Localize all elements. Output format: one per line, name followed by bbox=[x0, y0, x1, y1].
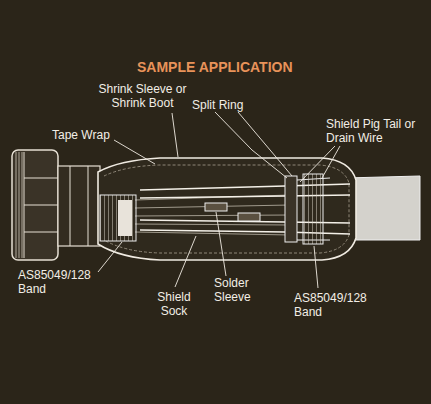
backshell-step bbox=[88, 166, 89, 246]
part-label: AS85049/128 Band bbox=[18, 268, 108, 296]
backshell-step bbox=[70, 166, 71, 246]
shield-sock bbox=[135, 195, 290, 235]
leader-lines bbox=[98, 112, 340, 288]
split-ring bbox=[285, 176, 297, 242]
backshell bbox=[58, 166, 100, 246]
tape-wrap bbox=[104, 165, 349, 253]
part-label: AS85049/128 Band bbox=[294, 291, 394, 319]
part-label: Tape Wrap bbox=[52, 128, 118, 142]
part-label: Split Ring bbox=[192, 98, 262, 112]
part-label: Shrink Sleeve or Shrink Boot bbox=[80, 82, 205, 110]
coupling-nut bbox=[12, 150, 58, 260]
solder-sleeve bbox=[238, 213, 260, 221]
band bbox=[303, 174, 323, 244]
part-label: Solder Sleeve bbox=[214, 276, 274, 304]
title: SAMPLE APPLICATION bbox=[137, 59, 293, 75]
part-label: Shield Pig Tail or Drain Wire bbox=[326, 117, 426, 145]
part-label: Shield Sock bbox=[144, 290, 204, 318]
band-buckle bbox=[118, 200, 132, 236]
band bbox=[100, 195, 136, 241]
shrink-boot bbox=[98, 158, 356, 260]
solder-sleeve bbox=[205, 203, 227, 211]
